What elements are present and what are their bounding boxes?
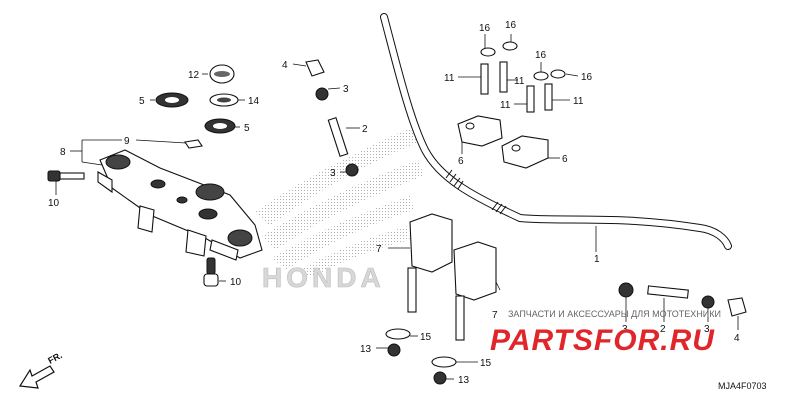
leader-lines [55, 34, 739, 380]
callout-6: 6 [562, 154, 568, 165]
callout-8: 8 [60, 147, 66, 158]
upper-holders [457, 115, 549, 169]
callout-3: 3 [622, 324, 628, 335]
callout-15: 15 [420, 332, 432, 343]
callout-10: 10 [48, 198, 60, 209]
callout-2: 2 [660, 324, 666, 335]
site-watermark: ЗАПЧАСТИ И АКСЕССУАРЫ ДЛЯ МОТОТЕХНИКИ PA… [490, 309, 721, 357]
callout-16: 16 [479, 23, 491, 34]
callout-4: 4 [282, 60, 288, 71]
watermark-tagline: ЗАПЧАСТИ И АКСЕССУАРЫ ДЛЯ МОТОТЕХНИКИ [508, 309, 721, 319]
left-bolt-assembly [305, 59, 359, 177]
honda-watermark-text: HONDA [262, 262, 385, 293]
front-label: FR. [46, 350, 63, 366]
callout-16: 16 [581, 72, 593, 83]
callout-10: 10 [230, 277, 242, 288]
callout-11: 11 [573, 96, 584, 107]
callout-3: 3 [704, 324, 710, 335]
part-callouts: 1 2 2 3 3 3 3 4 4 5 5 6 6 7 7 8 9 10 10 … [48, 20, 740, 386]
callout-3: 3 [343, 84, 349, 95]
clamp-bolts [47, 170, 219, 287]
callout-13: 13 [360, 344, 372, 355]
watermark-site: PARTSFOR.RU [490, 324, 715, 357]
honda-wing-watermark: HONDA [255, 128, 424, 293]
steering-bearings [155, 64, 239, 149]
callout-9: 9 [124, 136, 130, 147]
callout-16: 16 [505, 20, 517, 31]
callout-15: 15 [480, 358, 492, 369]
holder-bolts [480, 41, 566, 113]
handlebar [380, 13, 732, 250]
callout-6: 6 [458, 156, 464, 167]
lower-triple-clamp [97, 149, 263, 261]
front-direction-arrow: FR. [18, 350, 64, 389]
callout-7: 7 [492, 310, 498, 321]
right-bolt-assembly [618, 282, 747, 317]
callout-13: 13 [458, 375, 470, 386]
callout-7: 7 [376, 244, 382, 255]
callout-11: 11 [514, 76, 525, 87]
callout-4: 4 [734, 333, 740, 344]
callout-12: 12 [188, 70, 200, 81]
callout-16: 16 [535, 50, 547, 61]
callout-1: 1 [594, 254, 600, 265]
callout-11: 11 [444, 73, 455, 84]
callout-5: 5 [139, 96, 145, 107]
diagram-code: MJA4F0703 [718, 381, 767, 391]
lower-holders [385, 213, 497, 385]
callout-3: 3 [330, 168, 336, 179]
callout-11: 11 [500, 100, 511, 111]
callout-2: 2 [362, 124, 368, 135]
callout-5: 5 [244, 123, 250, 134]
callout-14: 14 [248, 96, 260, 107]
